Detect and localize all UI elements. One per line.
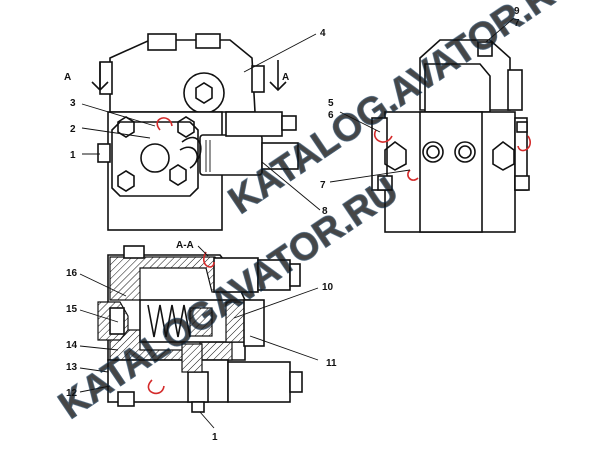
callout-2: 2: [70, 124, 76, 135]
callout-11: 11: [326, 358, 337, 369]
callout-4: 4: [320, 28, 326, 39]
section-view: [97, 245, 303, 413]
front-view: A A: [64, 33, 299, 231]
callout-10: 10: [322, 282, 334, 293]
callout-7-top: 7: [514, 18, 520, 29]
callout-13: 13: [66, 362, 78, 373]
callout-8: 8: [322, 206, 328, 217]
callout-6: 6: [328, 110, 334, 121]
callout-7-side: 7: [320, 180, 326, 191]
section-marker-left: A: [64, 72, 71, 83]
callout-1-top: 1: [70, 150, 76, 161]
callout-14: 14: [66, 340, 78, 351]
callout-labels: 1 2 3 4 5 6 7 8 9 7 A-A 10 11 16 15 14 1…: [66, 6, 520, 443]
section-marker-right: A: [282, 72, 289, 83]
callout-12: 12: [66, 388, 78, 399]
callout-9: 9: [514, 6, 520, 17]
callout-16: 16: [66, 268, 78, 279]
side-view: [371, 39, 531, 233]
leader-lines: [79, 17, 515, 429]
callout-1-bottom: 1: [212, 432, 218, 443]
callout-15: 15: [66, 304, 78, 315]
section-label-aa: A-A: [176, 240, 194, 251]
callout-5: 5: [328, 98, 334, 109]
callout-3: 3: [70, 98, 76, 109]
